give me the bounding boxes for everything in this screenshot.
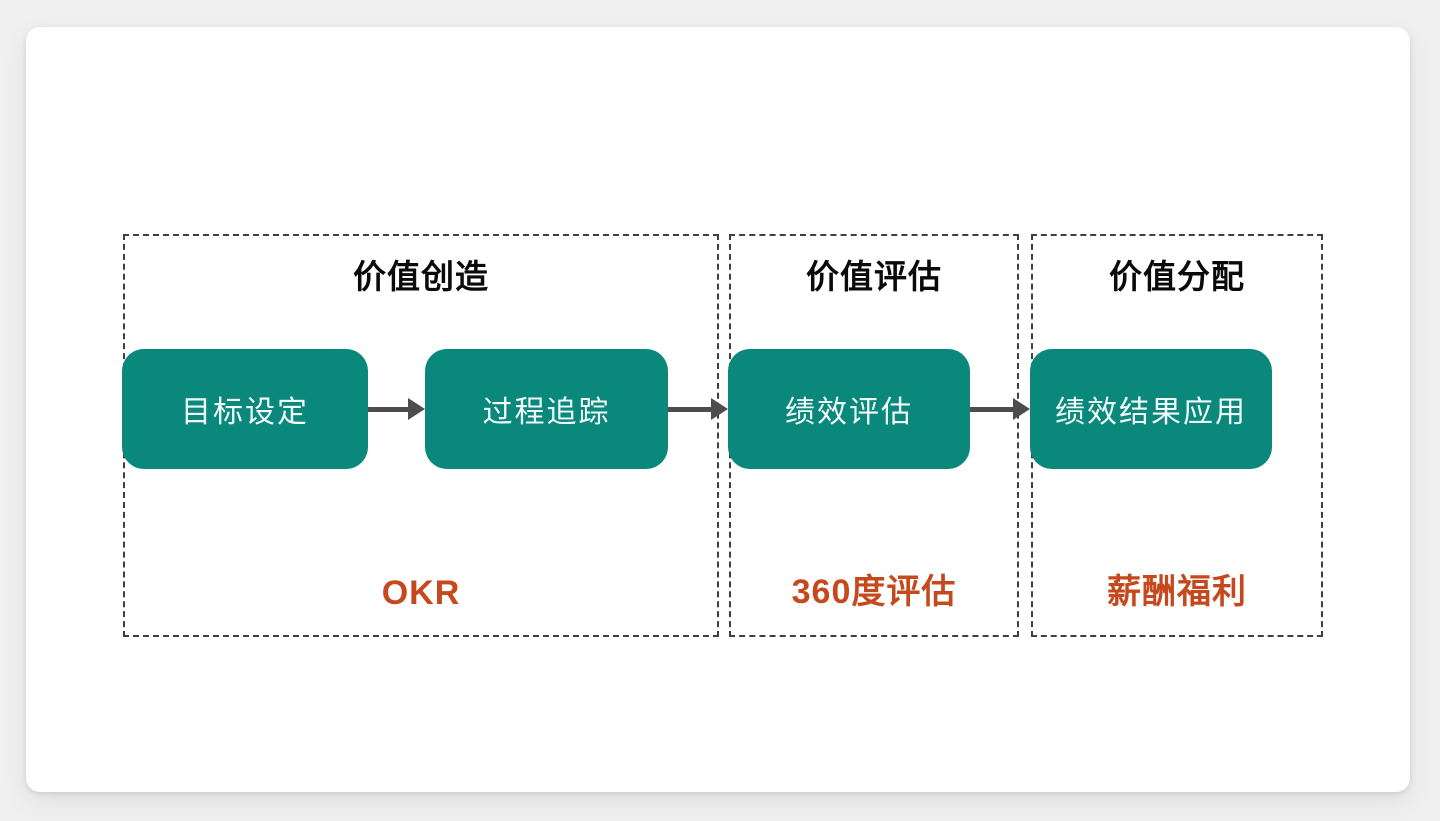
section-value-distribution: 价值分配 薪酬福利 xyxy=(1031,234,1323,637)
section-title-value-evaluation: 价值评估 xyxy=(806,258,942,295)
box-performance-evaluation: 绩效评估 xyxy=(728,349,970,469)
arrow-head xyxy=(408,398,425,420)
arrow-head xyxy=(711,398,728,420)
box-process-tracking: 过程追踪 xyxy=(425,349,668,469)
arrow-right-icon xyxy=(970,398,1030,420)
section-title-value-distribution: 价值分配 xyxy=(1109,258,1245,295)
section-title-value-creation: 价值创造 xyxy=(353,258,489,295)
arrow-line xyxy=(970,406,1013,412)
label-okr: OKR xyxy=(381,574,461,612)
arrow-head xyxy=(1013,398,1030,420)
label-compensation-benefits: 薪酬福利 xyxy=(1107,573,1247,611)
box-performance-result-application: 绩效结果应用 xyxy=(1030,349,1272,469)
section-value-evaluation: 价值评估 360度评估 xyxy=(729,234,1019,637)
arrow-right-icon xyxy=(668,398,728,420)
arrow-line xyxy=(668,406,711,412)
arrow-right-icon xyxy=(368,398,425,420)
box-goal-setting: 目标设定 xyxy=(122,349,368,469)
label-360-review: 360度评估 xyxy=(791,573,957,611)
arrow-line xyxy=(368,406,408,412)
